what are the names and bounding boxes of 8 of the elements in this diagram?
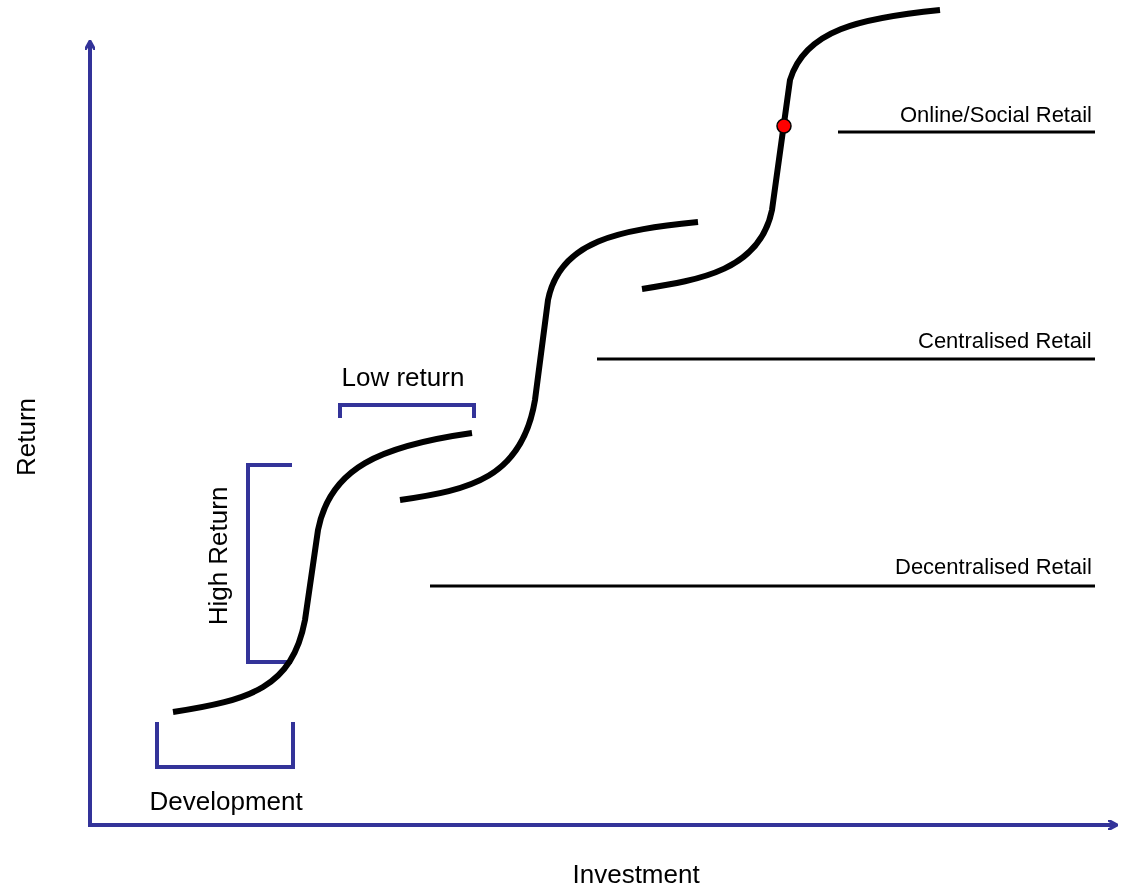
- level-label: Decentralised Retail: [895, 556, 1092, 578]
- bracket-label: Development: [149, 788, 303, 814]
- axis-label: Investment: [572, 861, 700, 887]
- bracket-label: High Return: [204, 486, 231, 626]
- level-label: Centralised Retail: [918, 330, 1092, 352]
- axis-label: Return: [13, 398, 39, 476]
- level-label: Online/Social Retail: [900, 104, 1092, 126]
- bracket-label: Low return: [341, 364, 465, 390]
